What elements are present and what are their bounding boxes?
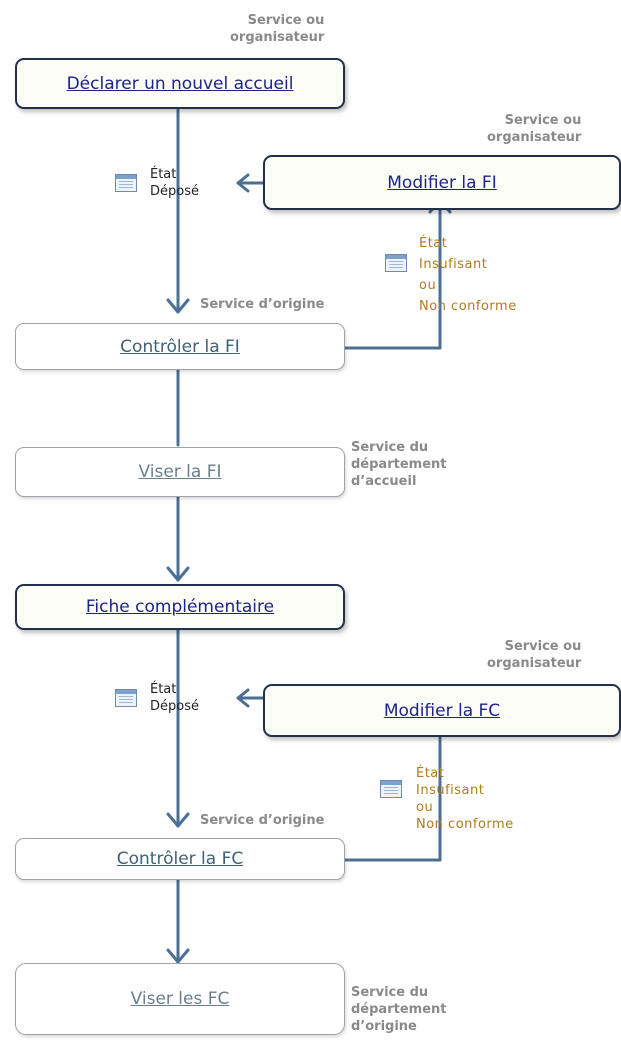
actor-line: d’accueil xyxy=(351,474,417,489)
arrow-head xyxy=(236,688,250,708)
state-line: Non conforme xyxy=(419,299,517,314)
document-table-icon xyxy=(115,689,137,707)
state-label: État Insufisant ou Non conforme xyxy=(419,233,517,317)
actor-label: Service ou organisateur xyxy=(230,12,324,46)
actor-line: Service ou xyxy=(247,13,325,28)
feedback-line xyxy=(343,198,442,350)
actor-line: d’origine xyxy=(351,1019,417,1034)
arrow-head xyxy=(166,948,190,964)
actor-label: Service d’origine xyxy=(200,813,325,828)
controler-fc-button[interactable]: Contrôler la FC xyxy=(15,838,345,880)
viser-fc-button[interactable]: Viser les FC xyxy=(15,963,345,1035)
state-line: État xyxy=(150,682,177,697)
state-line: Déposé xyxy=(150,184,199,199)
fiche-complementaire-button[interactable]: Fiche complémentaire xyxy=(15,584,345,630)
modifier-fi-button[interactable]: Modifier la FI xyxy=(263,155,621,210)
state-line: Insufisant xyxy=(419,257,488,272)
actor-line: Service ou xyxy=(504,639,582,654)
controler-fi-button[interactable]: Contrôler la FI xyxy=(15,323,345,370)
modifier-fc-button[interactable]: Modifier la FC xyxy=(263,684,621,737)
arrow-head xyxy=(166,812,190,828)
document-table-icon xyxy=(385,254,407,272)
state-line: Insufisant xyxy=(416,783,485,798)
actor-label: Service ou organisateur xyxy=(487,638,581,672)
state-label: État Déposé xyxy=(150,166,199,200)
document-table-icon xyxy=(115,174,137,192)
actor-line: organisateur xyxy=(230,30,325,45)
state-line: Déposé xyxy=(150,699,199,714)
feedback-line xyxy=(343,710,442,862)
actor-label: Service d’origine xyxy=(200,297,325,312)
actor-label: Service ou organisateur xyxy=(487,112,581,146)
actor-line: organisateur xyxy=(487,130,582,145)
arrow-head xyxy=(166,298,190,314)
state-line: ou xyxy=(416,800,434,815)
state-line: État xyxy=(150,167,177,182)
actor-label: Service du département d’origine xyxy=(351,984,446,1035)
viser-fi-button[interactable]: Viser la FI xyxy=(15,447,345,497)
state-line: État xyxy=(419,236,448,251)
state-line: ou xyxy=(419,278,437,293)
declarer-nouvel-accueil-button[interactable]: Déclarer un nouvel accueil xyxy=(15,58,345,109)
actor-line: Service du xyxy=(351,985,429,1000)
state-line: État xyxy=(416,766,445,781)
state-label: État Insufisant ou Non conforme xyxy=(416,765,514,833)
actor-line: Service du xyxy=(351,440,429,455)
document-table-icon xyxy=(380,780,402,798)
arrow-head xyxy=(166,566,190,582)
arrow-head xyxy=(236,173,250,193)
actor-line: Service ou xyxy=(504,113,582,128)
actor-line: organisateur xyxy=(487,656,582,671)
actor-line: département xyxy=(351,1002,447,1017)
state-line: Non conforme xyxy=(416,817,514,832)
actor-line: département xyxy=(351,457,447,472)
state-label: État Déposé xyxy=(150,681,199,715)
actor-label: Service du département d’accueil xyxy=(351,439,446,490)
